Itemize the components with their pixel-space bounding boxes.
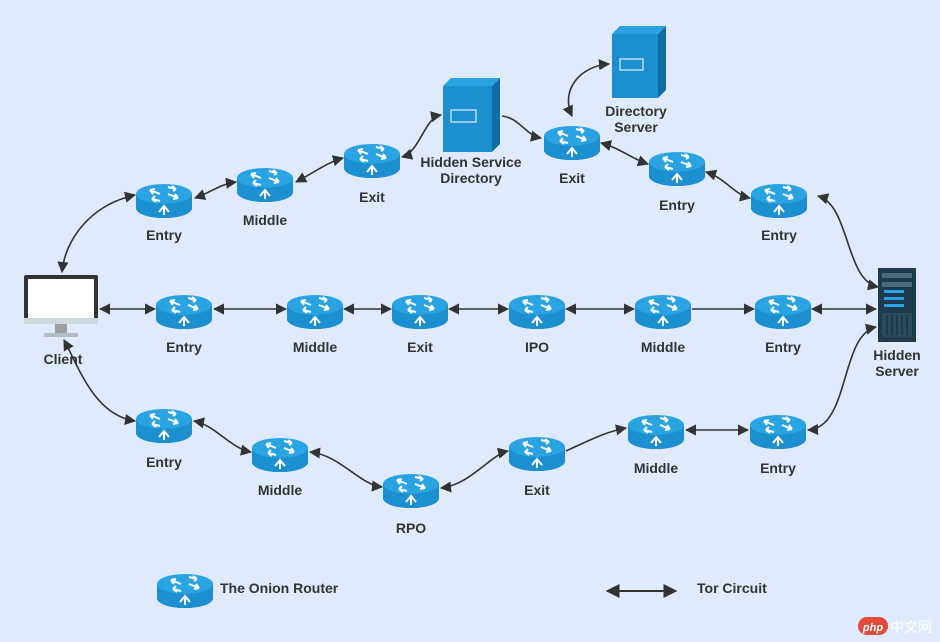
label-hsd-line1: Hidden Service [420, 154, 521, 170]
router-icon [749, 414, 807, 450]
monitor-icon [24, 275, 98, 337]
link-exit-hsd [400, 111, 443, 160]
router-icon [236, 167, 294, 203]
label-top-exit2: Exit [559, 170, 585, 186]
link-exit-middle2-bot [565, 424, 628, 452]
server-icon [612, 26, 666, 98]
legend-router-label: The Onion Router [220, 580, 339, 596]
router-icon [627, 414, 685, 450]
link-client-entry-bot [63, 339, 137, 426]
svg-text:中文网: 中文网 [890, 619, 932, 635]
label-hidden-server-line2: Server [875, 363, 919, 379]
link-hsd-exit2 [501, 115, 543, 142]
label-bot-exit: Exit [524, 482, 550, 498]
router-icon [382, 473, 440, 509]
link-entry-middle-bot [192, 417, 253, 456]
label-top-middle: Middle [243, 212, 288, 228]
link-exit2-entry-r1 [599, 140, 650, 167]
label-hidden-server-line1: Hidden [873, 347, 920, 363]
router-icon [343, 143, 401, 179]
router-icon [750, 183, 808, 219]
label-bot-middle: Middle [258, 482, 303, 498]
link-entry2-server-bot [806, 323, 878, 436]
label-mid-middle1: Middle [293, 339, 338, 355]
label-top-entry: Entry [146, 227, 182, 243]
label-mid-entry2: Entry [765, 339, 801, 355]
watermark-text: php [862, 622, 883, 634]
router-icon [648, 151, 706, 187]
watermark: php 中文网 [858, 617, 932, 635]
label-bot-rpo: RPO [396, 520, 426, 536]
router-icon [754, 294, 812, 330]
label-top-entry-r1: Entry [659, 197, 695, 213]
label-mid-exit: Exit [407, 339, 433, 355]
router-icon [391, 294, 449, 330]
label-mid-entry1: Entry [166, 339, 202, 355]
router-icon [135, 183, 193, 219]
link-entry-middle-top [193, 177, 238, 200]
router-icon [251, 437, 309, 473]
label-mid-ipo: IPO [525, 339, 549, 355]
router-icon [508, 436, 566, 472]
links [57, 59, 880, 493]
link-entry-r2-server [816, 193, 880, 291]
router-icon [156, 573, 214, 609]
link-middle-exit-top [295, 155, 345, 183]
router-icon [543, 125, 601, 161]
label-mid-middle2: Middle [641, 339, 686, 355]
link-exit2-ds [562, 59, 611, 118]
label-bot-entry: Entry [146, 454, 182, 470]
label-top-entry-r2: Entry [761, 227, 797, 243]
label-bot-middle2: Middle [634, 460, 679, 476]
router-icon [286, 294, 344, 330]
label-hsd-line2: Directory [440, 170, 502, 186]
label-ds-line1: Directory [605, 103, 667, 119]
router-icon [135, 408, 193, 444]
link-client-entry-top [57, 191, 137, 274]
server-icon [443, 78, 500, 152]
label-bot-entry2: Entry [760, 460, 796, 476]
server-rack-icon [878, 268, 916, 342]
link-entry-r1-entry-r2 [704, 169, 752, 202]
label-top-exit: Exit [359, 189, 385, 205]
label-client: Client [44, 351, 83, 367]
label-ds-line2: Server [614, 119, 658, 135]
link-middle-rpo [308, 447, 384, 492]
router-icon [634, 294, 692, 330]
legend-circuit-label: Tor Circuit [697, 580, 767, 596]
link-rpo-exit-bot [439, 447, 510, 493]
router-icon [508, 294, 566, 330]
router-icon [155, 294, 213, 330]
